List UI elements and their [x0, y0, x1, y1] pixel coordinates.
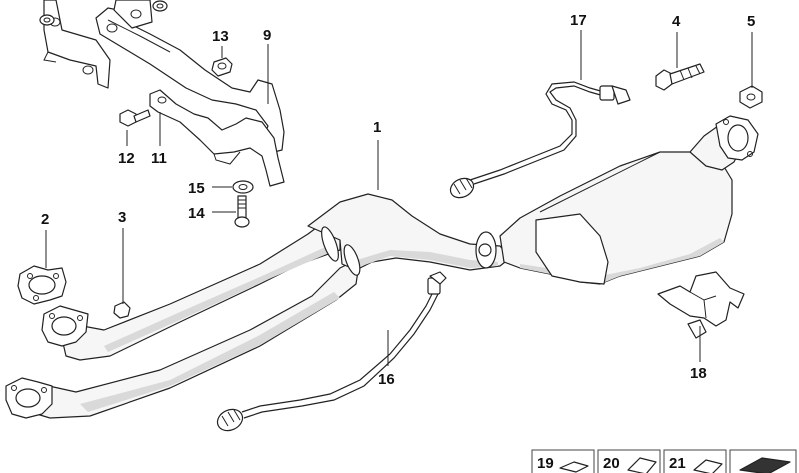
callout-16: 16 — [378, 371, 395, 388]
thumbnail-19: 19 — [531, 449, 595, 473]
catalytic-converter — [499, 115, 759, 285]
flange-gasket-part-2 — [17, 265, 67, 305]
callout-18: 18 — [690, 365, 707, 382]
thumbnail-blank — [729, 449, 797, 473]
callout-13: 13 — [212, 28, 229, 45]
oxygen-sensor-part-17 — [449, 81, 631, 199]
washer-part-15 — [232, 180, 254, 194]
hanger-bracket-part-9 — [95, 0, 285, 155]
callout-2: 2 — [41, 211, 49, 228]
callout-20: 20 — [603, 455, 620, 472]
bolt-part-14 — [234, 195, 250, 228]
nut-part-13 — [211, 57, 233, 77]
callout-9: 9 — [263, 27, 271, 44]
callout-11: 11 — [151, 150, 167, 167]
callout-14: 14 — [188, 205, 205, 222]
oxygen-sensor-part-16 — [216, 271, 447, 432]
thumbnail-20: 20 — [597, 449, 661, 473]
bolt-part-12 — [119, 109, 151, 127]
callout-21: 21 — [669, 455, 686, 472]
nut-part-5 — [739, 85, 763, 109]
nut-top-left — [39, 14, 55, 26]
callout-5: 5 — [747, 13, 755, 30]
callout-3: 3 — [118, 209, 126, 226]
callout-15: 15 — [188, 180, 205, 197]
callout-labels: 1 2 3 4 5 9 11 12 13 14 15 16 17 18 — [41, 12, 755, 388]
nut-part-3 — [113, 301, 131, 319]
callout-19: 19 — [537, 455, 554, 472]
heat-shield-bracket-part-18 — [657, 271, 745, 339]
front-pipe-part-1 — [5, 193, 511, 419]
callout-1: 1 — [373, 119, 381, 136]
callout-17: 17 — [570, 12, 587, 29]
bolt-part-4 — [655, 63, 705, 91]
callout-12: 12 — [118, 150, 135, 167]
bracket-top-left — [43, 0, 111, 89]
callout-4: 4 — [672, 13, 681, 30]
leader-lines — [45, 30, 753, 366]
thumbnail-21: 21 — [663, 449, 727, 473]
clamp-bracket-part-11 — [149, 89, 285, 187]
